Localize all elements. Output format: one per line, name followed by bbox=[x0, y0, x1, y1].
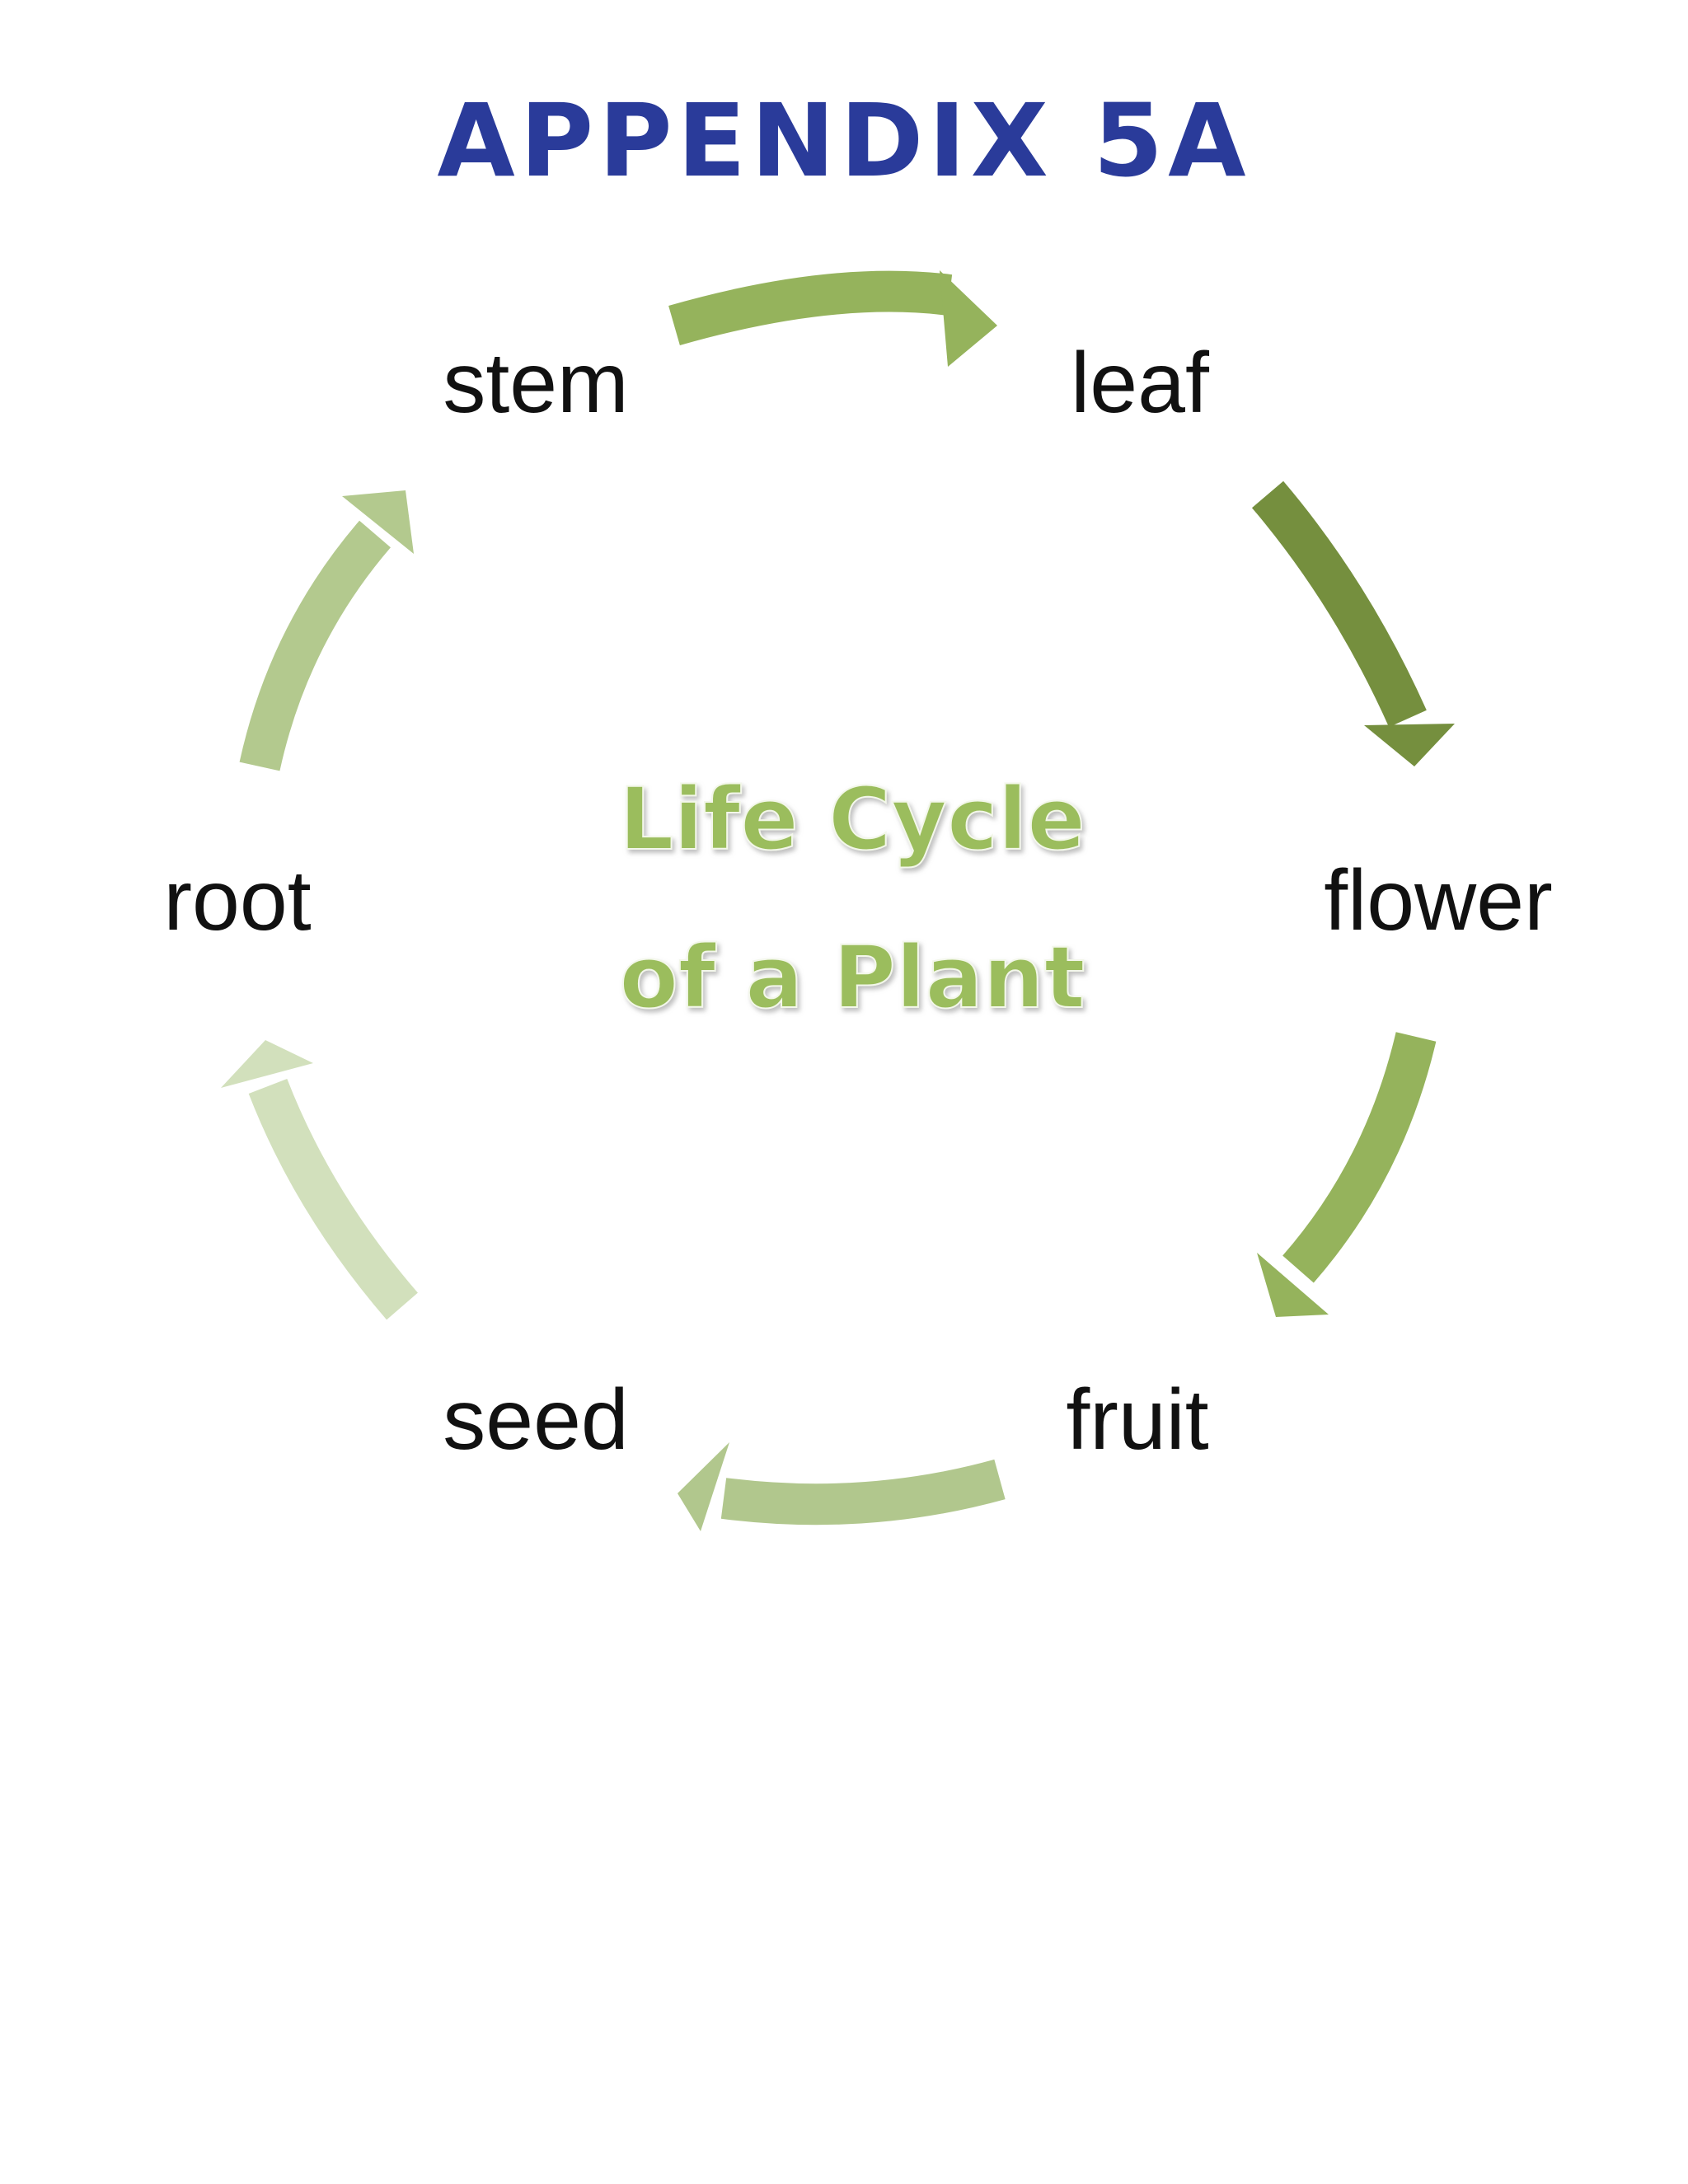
stage-label-leaf: leaf bbox=[1071, 335, 1210, 431]
arrow-seed-to-root-head bbox=[221, 1040, 313, 1088]
arrow-leaf-to-flower-head bbox=[1364, 724, 1455, 766]
page-title: APPENDIX 5A bbox=[437, 82, 1251, 199]
stage-label-seed: seed bbox=[443, 1372, 629, 1468]
arrow-root-to-stem bbox=[239, 520, 391, 771]
center-title-line-2: of a Plant bbox=[619, 927, 1085, 1028]
arrow-root-to-stem-head bbox=[342, 490, 414, 554]
arrow-leaf-to-flower bbox=[1251, 480, 1427, 728]
stage-label-fruit: fruit bbox=[1066, 1372, 1208, 1468]
stage-label-root: root bbox=[163, 853, 311, 949]
center-title-line-1: Life Cycle bbox=[619, 769, 1085, 869]
arrow-fruit-to-seed-head bbox=[678, 1442, 729, 1531]
arrow-flower-to-fruit-head bbox=[1257, 1253, 1329, 1317]
arrow-fruit-to-seed bbox=[720, 1459, 1006, 1526]
arrow-stem-to-leaf bbox=[668, 270, 953, 346]
stage-label-stem: stem bbox=[443, 335, 628, 431]
arrow-flower-to-fruit bbox=[1282, 1032, 1437, 1283]
arrow-seed-to-root bbox=[248, 1078, 418, 1320]
stage-label-flower: flower bbox=[1324, 853, 1552, 949]
arrow-stem-to-leaf-head bbox=[940, 270, 997, 367]
